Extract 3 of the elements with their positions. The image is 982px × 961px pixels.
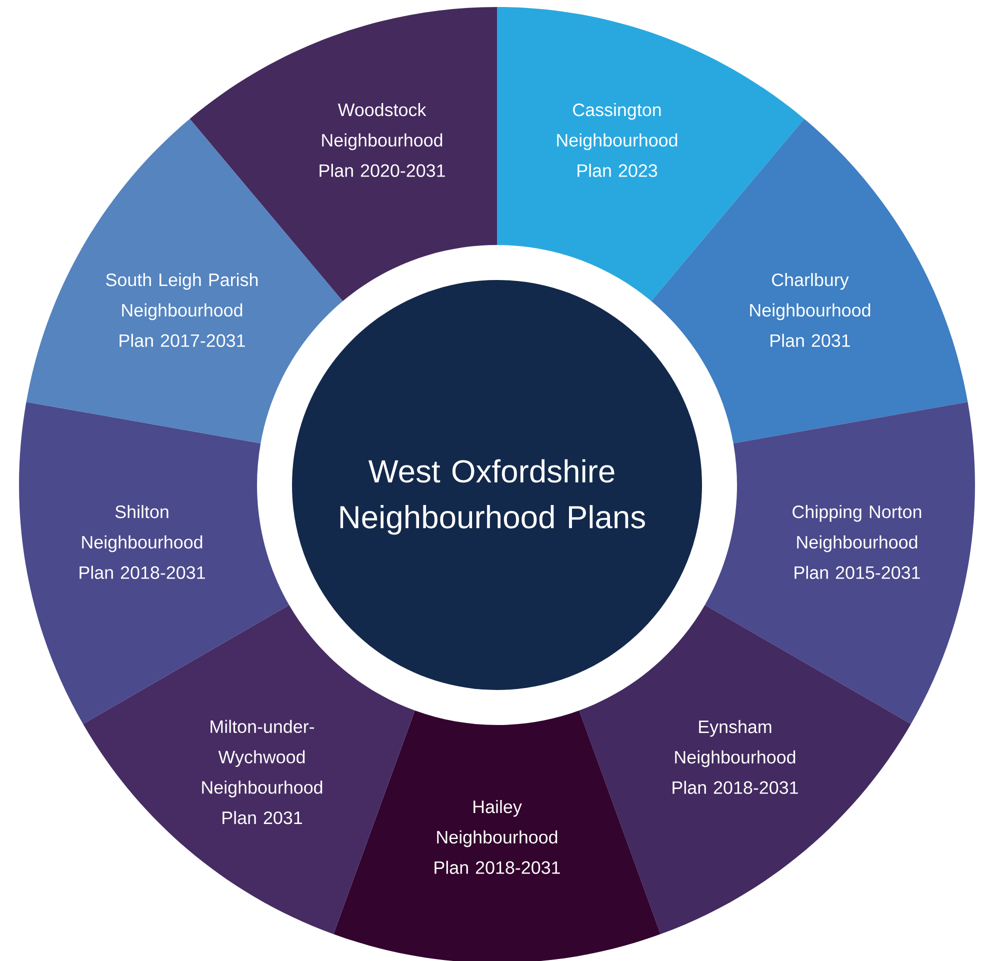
segment: Milton-under-Wychwood Neighbourhood Plan 2031 [83, 605, 415, 934]
segment: Eynsham Neighbourhood Plan 2018-2031 [579, 605, 911, 934]
segment: Hailey Neighbourhood Plan 2018-2031 [334, 710, 660, 961]
